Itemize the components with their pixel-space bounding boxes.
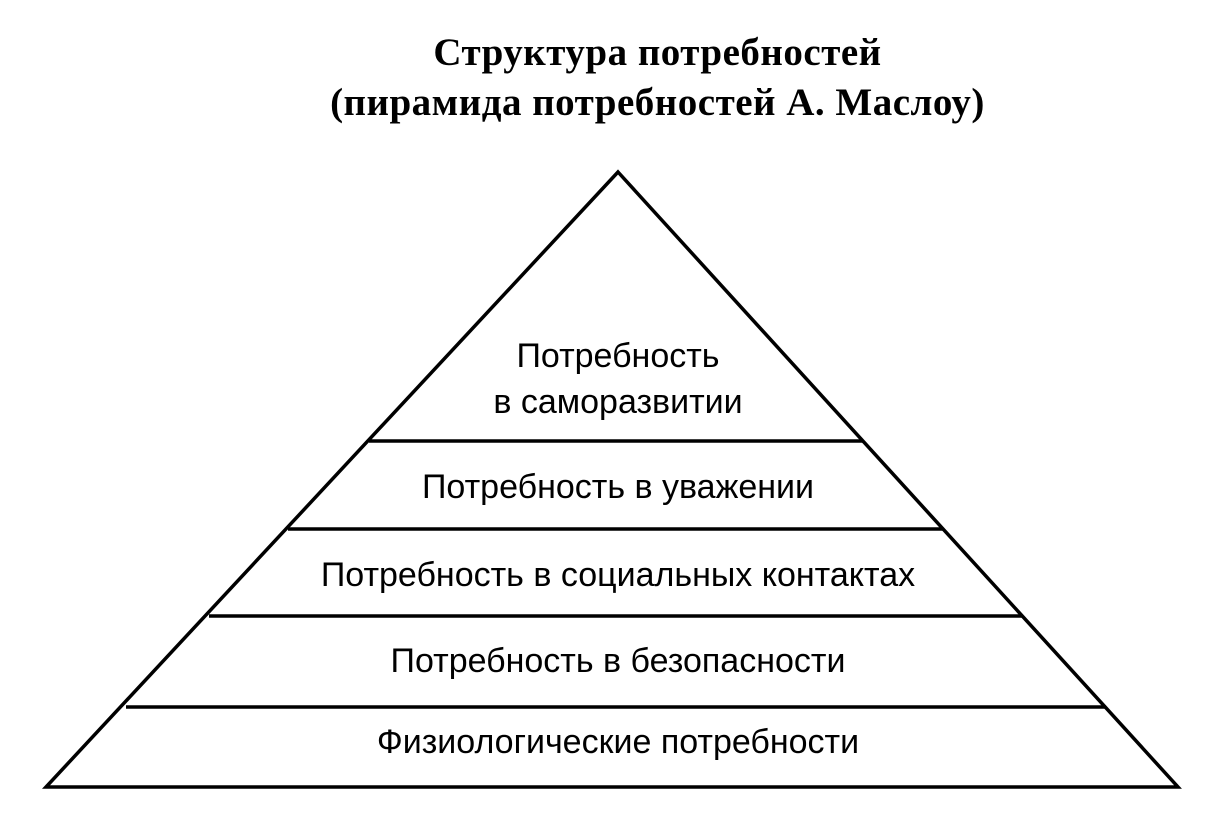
level-label-line: Физиологические потребности xyxy=(376,723,860,761)
diagram-title: Структура потребностей (пирамида потребн… xyxy=(0,28,1225,128)
level-label-line: Потребность xyxy=(516,337,720,375)
level-label-line: Потребность в социальных контактах xyxy=(320,556,916,594)
pyramid-outline xyxy=(41,169,1182,789)
level-safety: Потребность в безопасности xyxy=(0,638,1225,684)
level-label-line: Потребность в безопасности xyxy=(390,642,846,680)
level-physiological: Физиологические потребности xyxy=(0,719,1225,765)
level-self-actualization: Потребность в саморазвитии xyxy=(0,333,1225,425)
title-line-1: Структура потребностей xyxy=(433,31,882,74)
title-line-2: (пирамида потребностей А. Маслоу) xyxy=(330,81,985,124)
level-label-line: в саморазвитии xyxy=(493,383,743,421)
level-social: Потребность в социальных контактах xyxy=(0,552,1225,598)
level-label-line: Потребность в уважении xyxy=(421,468,814,506)
level-esteem: Потребность в уважении xyxy=(0,464,1225,510)
